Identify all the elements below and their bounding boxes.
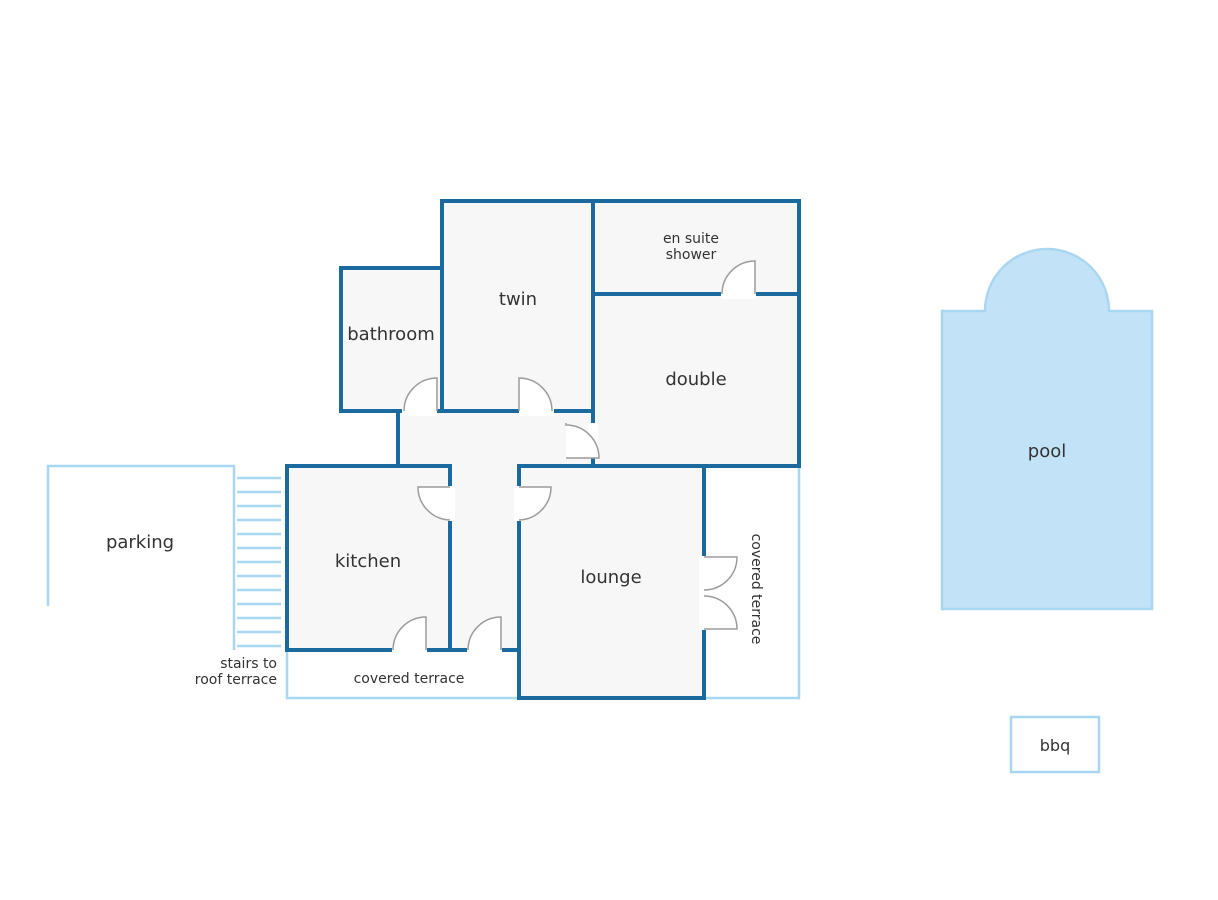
- bbq-label: bbq: [1040, 736, 1070, 755]
- parking-area: [46, 464, 236, 650]
- twin-label: twin: [499, 289, 537, 310]
- door-lounge[interactable]: [514, 486, 552, 521]
- corridor: [450, 466, 519, 650]
- twin-room: [440, 199, 595, 413]
- pool-area: [940, 247, 1154, 611]
- stairs: [237, 476, 281, 648]
- en-suite-label-line2: shower: [666, 247, 717, 263]
- door-kitchen[interactable]: [417, 486, 455, 521]
- bbq-area: [1009, 715, 1101, 774]
- en-suite-room: [591, 199, 801, 296]
- double-label: double: [665, 369, 726, 390]
- door-twin[interactable]: [518, 377, 554, 416]
- kitchen-label: kitchen: [335, 551, 401, 572]
- door-bathroom[interactable]: [402, 377, 438, 416]
- bathroom-label: bathroom: [347, 324, 435, 345]
- door-kitchen-terrace[interactable]: [392, 616, 427, 655]
- pool-label: pool: [1028, 441, 1066, 462]
- door-corridor-terrace[interactable]: [467, 616, 502, 655]
- covered-terrace-side-label: covered terrace: [748, 534, 764, 645]
- parking-label: parking: [106, 532, 174, 553]
- door-double[interactable]: [565, 423, 600, 459]
- french-doors-lounge[interactable]: [699, 556, 738, 630]
- door-en-suite[interactable]: [721, 260, 756, 299]
- en-suite-label-line1: en suite: [663, 231, 719, 247]
- lounge-label: lounge: [580, 567, 641, 588]
- covered-terrace-bottom-label: covered terrace: [354, 671, 465, 687]
- stairs-label-line2: roof terrace: [195, 672, 277, 688]
- stairs-label-line1: stairs to: [220, 656, 277, 672]
- hallway: [398, 412, 598, 466]
